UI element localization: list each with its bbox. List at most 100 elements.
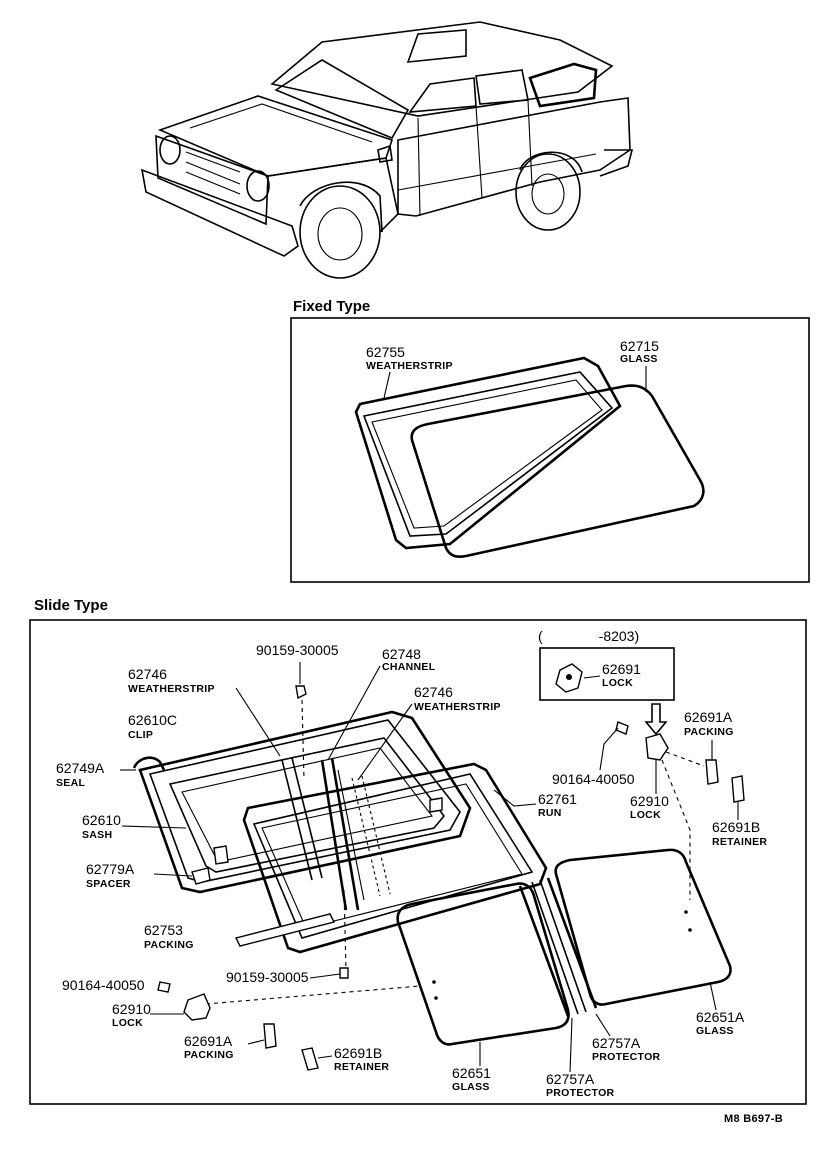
svg-text:62761: 62761	[538, 791, 577, 807]
svg-text:GLASS: GLASS	[696, 1025, 734, 1037]
fixed-type-title: Fixed Type	[293, 298, 370, 315]
label-90159-30005-top: 90159-30005	[256, 642, 339, 684]
svg-text:CLIP: CLIP	[128, 729, 153, 741]
svg-text:62753: 62753	[144, 922, 183, 938]
spacer-part	[191, 867, 211, 885]
svg-text:62691B: 62691B	[712, 819, 760, 835]
svg-text:62610: 62610	[82, 812, 121, 828]
svg-text:62757A: 62757A	[546, 1071, 595, 1087]
screw-upper	[295, 685, 307, 700]
svg-text:SEAL: SEAL	[56, 777, 85, 789]
svg-text:62715: 62715	[620, 338, 659, 354]
lock-right-part	[645, 733, 669, 761]
svg-text:62651: 62651	[452, 1065, 491, 1081]
label-62779a-spacer: 62779A SPACER	[86, 861, 193, 890]
label-62746-weatherstrip-right: 62746 WEATHERSTRIP	[357, 684, 501, 781]
retainer-right-part	[731, 775, 745, 803]
packing-left-part	[263, 1023, 277, 1049]
svg-text:62755: 62755	[366, 344, 405, 360]
svg-text:62651A: 62651A	[696, 1009, 745, 1025]
seal-strip	[132, 756, 166, 771]
label-90159-30005-bottom: 90159-30005	[226, 969, 341, 985]
svg-text:SASH: SASH	[82, 829, 112, 841]
label-62691a-packing-left: 62691A PACKING	[184, 1033, 265, 1061]
svg-text:RETAINER: RETAINER	[712, 836, 767, 848]
packing-strip	[234, 913, 336, 947]
run-drawing	[242, 762, 548, 954]
svg-text:PROTECTOR: PROTECTOR	[546, 1087, 615, 1099]
svg-text:62691: 62691	[602, 661, 641, 677]
glass-right-drawing	[554, 848, 732, 1006]
vehicle-illustration	[140, 21, 634, 279]
label-62610c-clip: 62610C CLIP	[128, 712, 177, 741]
label-62761-run: 62761 RUN	[493, 789, 577, 819]
svg-text:GLASS: GLASS	[620, 353, 658, 365]
screw-left	[157, 981, 171, 993]
label-62746-weatherstrip-left: 62746 WEATHERSTRIP	[128, 666, 281, 757]
label-62748-channel: 62748 CHANNEL	[327, 646, 436, 761]
fixed-label-62755: 62755 WEATHERSTRIP	[366, 344, 453, 399]
svg-text:PACKING: PACKING	[684, 726, 734, 738]
label-62757a-protector-lower: 62757A PROTECTOR	[546, 1017, 615, 1099]
slide-type-title: Slide Type	[34, 597, 108, 614]
label-90164-40050-left: 90164-40050	[62, 977, 145, 993]
svg-text:WEATHERSTRIP: WEATHERSTRIP	[414, 701, 501, 713]
svg-text:62779A: 62779A	[86, 861, 135, 877]
label-62691b-retainer-right: 62691B RETAINER	[712, 802, 767, 848]
fixed-glass-drawing	[410, 384, 705, 559]
svg-text:62610C: 62610C	[128, 712, 177, 728]
svg-text:SPACER: SPACER	[86, 878, 131, 890]
svg-text:62691A: 62691A	[184, 1033, 233, 1049]
label-62749a-seal: 62749A SEAL	[56, 760, 136, 789]
sash-clip-right	[429, 797, 443, 813]
arrow-icon	[644, 703, 668, 736]
svg-text:90164-40050: 90164-40050	[552, 771, 635, 787]
svg-text:RUN: RUN	[538, 807, 562, 819]
lock-left-part	[183, 993, 211, 1021]
figure-code: M8 B697-B	[724, 1113, 783, 1125]
svg-text:LOCK: LOCK	[630, 809, 661, 821]
fixed-type-frame	[290, 317, 810, 583]
svg-text:62910: 62910	[112, 1001, 151, 1017]
svg-text:PROTECTOR: PROTECTOR	[592, 1051, 661, 1063]
screw-right	[615, 721, 629, 735]
svg-text:62749A: 62749A	[56, 760, 105, 776]
svg-text:PACKING: PACKING	[184, 1049, 234, 1061]
svg-text:90159-30005: 90159-30005	[256, 642, 339, 658]
svg-text:WEATHERSTRIP: WEATHERSTRIP	[128, 683, 215, 695]
label-90164-40050-right: 90164-40050	[552, 727, 635, 787]
label-62691-lock-inset: 62691 LOCK	[602, 661, 641, 689]
label-62691a-packing-right: 62691A PACKING	[684, 709, 734, 760]
inset-range: ( -8203)	[538, 628, 639, 644]
screw-lower	[339, 967, 349, 979]
clip-part	[213, 845, 229, 865]
svg-text:62691A: 62691A	[684, 709, 733, 725]
svg-text:CHANNEL: CHANNEL	[382, 661, 436, 673]
fixed-weatherstrip-drawing	[354, 356, 622, 550]
svg-text:62757A: 62757A	[592, 1035, 641, 1051]
svg-text:LOCK: LOCK	[602, 677, 633, 689]
svg-text:90164-40050: 90164-40050	[62, 977, 145, 993]
svg-text:PACKING: PACKING	[144, 939, 194, 951]
lock-inset: ( -8203)	[538, 628, 675, 701]
packing-right-part	[705, 759, 719, 785]
svg-text:90159-30005: 90159-30005	[226, 969, 309, 985]
slide-type-frame	[29, 619, 807, 1105]
svg-text:62691B: 62691B	[334, 1045, 382, 1061]
label-62757a-protector-upper: 62757A PROTECTOR	[592, 1013, 661, 1063]
label-62651-glass: 62651 GLASS	[452, 1042, 491, 1093]
svg-text:WEATHERSTRIP: WEATHERSTRIP	[366, 360, 453, 372]
svg-text:62910: 62910	[630, 793, 669, 809]
channel-drawing	[281, 757, 391, 911]
label-62691b-retainer-left: 62691B RETAINER	[317, 1045, 389, 1073]
label-62910-lock-right: 62910 LOCK	[630, 760, 669, 821]
svg-text:GLASS: GLASS	[452, 1081, 490, 1093]
svg-text:RETAINER: RETAINER	[334, 1061, 389, 1073]
label-62610-sash: 62610 SASH	[82, 812, 187, 841]
label-62753-packing: 62753 PACKING	[144, 922, 194, 951]
label-62910-lock-left: 62910 LOCK	[112, 1001, 184, 1029]
fixed-label-62715: 62715 GLASS	[620, 338, 659, 392]
svg-text:62746: 62746	[128, 666, 167, 682]
label-62651a-glass: 62651A GLASS	[696, 981, 745, 1037]
